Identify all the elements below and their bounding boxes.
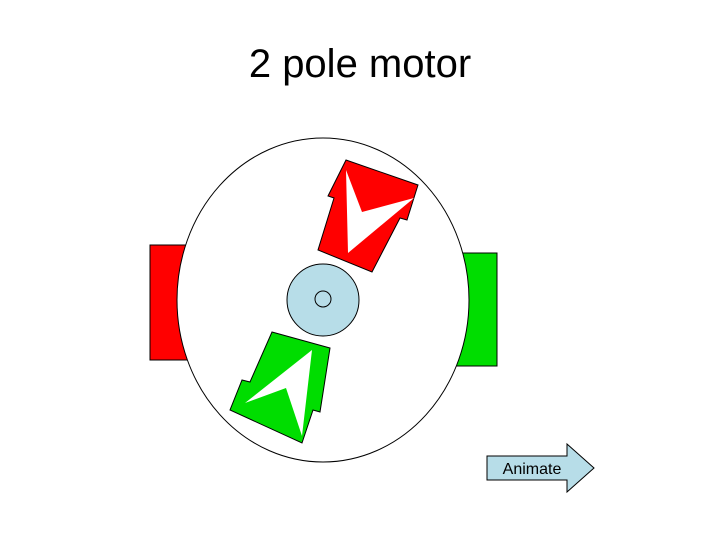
rotor-arrow-red bbox=[346, 170, 414, 253]
slide-title: 2 pole motor bbox=[248, 42, 472, 86]
animate-arrow-shape[interactable] bbox=[486, 442, 595, 494]
animate-button[interactable]: Animate bbox=[486, 442, 595, 494]
animate-label: Animate bbox=[503, 461, 562, 478]
rotor-arrow-green bbox=[245, 350, 312, 436]
shaft-center bbox=[314, 290, 332, 308]
